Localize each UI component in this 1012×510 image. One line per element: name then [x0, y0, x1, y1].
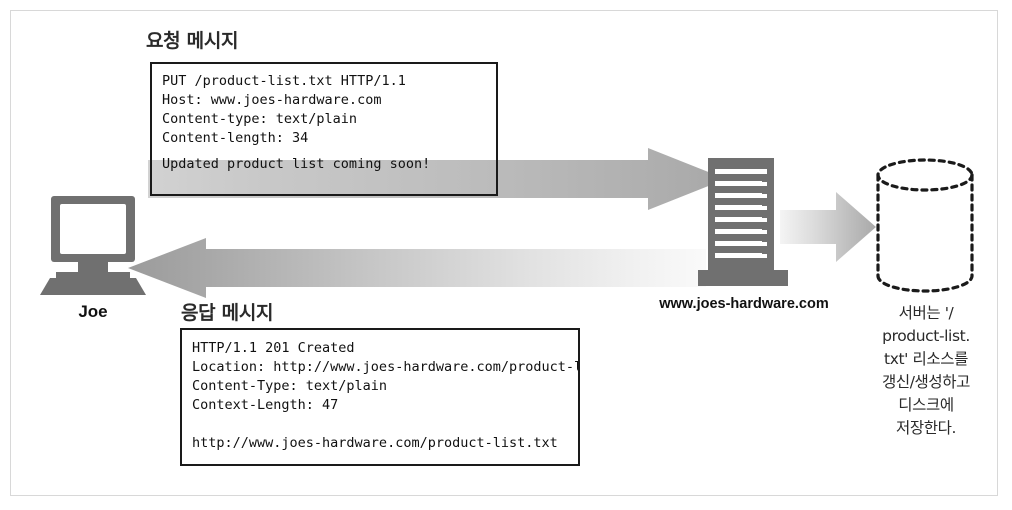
response-message-heading: 응답 메시지 — [181, 302, 274, 324]
database-cylinder-icon — [876, 158, 974, 293]
request-message-box: PUT /product-list.txt HTTP/1.1 Host: www… — [150, 62, 498, 196]
request-header-line: Content-length: 34 — [162, 130, 309, 146]
server-label: www.joes-hardware.com — [659, 296, 829, 312]
storage-caption: 서버는 '/ product-list. txt' 리소스를 갱신/생성하고 디… — [858, 302, 994, 440]
storage-caption-line: 저장한다. — [896, 419, 956, 437]
storage-caption-line: 디스크에 — [898, 396, 954, 414]
storage-caption-line: txt' 리소스를 — [884, 350, 968, 368]
response-line: HTTP/1.1 201 Created — [192, 340, 355, 356]
request-message-heading: 요청 메시지 — [146, 30, 239, 52]
storage-caption-line: 서버는 '/ — [898, 304, 954, 322]
request-body: Updated product list coming soon! — [152, 148, 496, 182]
client-computer-icon — [40, 196, 146, 295]
request-headers: PUT /product-list.txt HTTP/1.1 Host: www… — [152, 64, 496, 148]
store-arrow — [780, 192, 876, 262]
response-blank-line — [192, 415, 578, 434]
request-header-line: Content-type: text/plain — [162, 111, 358, 127]
client-label: Joe — [78, 302, 108, 321]
response-line: http://www.joes-hardware.com/product-lis… — [192, 435, 558, 451]
response-line: Location: http://www.joes-hardware.com/p… — [192, 359, 578, 375]
request-body-line: Updated product list coming soon! — [162, 156, 431, 172]
request-header-line: Host: www.joes-hardware.com — [162, 92, 382, 108]
storage-caption-line: 갱신/생성하고 — [882, 373, 970, 391]
response-message-box: HTTP/1.1 201 Created Location: http://ww… — [180, 328, 580, 466]
response-line: Context-Length: 47 — [192, 397, 339, 413]
response-lines: HTTP/1.1 201 Created Location: http://ww… — [182, 330, 578, 453]
request-header-line: PUT /product-list.txt HTTP/1.1 — [162, 73, 406, 89]
response-line: Content-Type: text/plain — [192, 378, 388, 394]
storage-caption-line: product-list. — [882, 327, 970, 345]
response-arrow — [128, 238, 706, 298]
server-icon — [698, 158, 788, 286]
